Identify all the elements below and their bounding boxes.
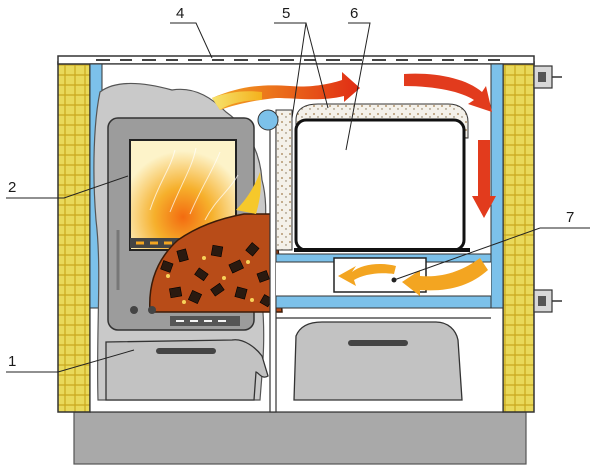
callout-5-label: 5 <box>282 5 290 22</box>
right-insulation <box>503 62 534 412</box>
upper-pipe-connector <box>534 66 562 88</box>
callout-7-label: 7 <box>566 209 574 226</box>
flue-jacket-bottom <box>276 296 491 308</box>
callout-4-label: 4 <box>176 5 184 22</box>
left-insulation <box>58 62 90 412</box>
divider-wall <box>270 116 276 412</box>
ash-drawer-handle <box>156 348 216 354</box>
oven-speckled-insulation <box>276 110 292 250</box>
callout-2-label: 2 <box>8 179 16 196</box>
right-water-jacket <box>491 64 503 308</box>
storage-drawer <box>294 322 462 400</box>
air-vent-left <box>130 306 138 314</box>
storage-drawer-handle <box>348 340 408 346</box>
lower-pipe-connector <box>534 290 562 312</box>
air-vent-right <box>148 306 156 314</box>
oven-chamber <box>296 120 464 250</box>
callout-1-label: 1 <box>8 353 16 370</box>
callout-6-label: 6 <box>350 5 358 22</box>
stove-base <box>74 412 526 464</box>
flue-sensor-circle <box>258 110 278 130</box>
